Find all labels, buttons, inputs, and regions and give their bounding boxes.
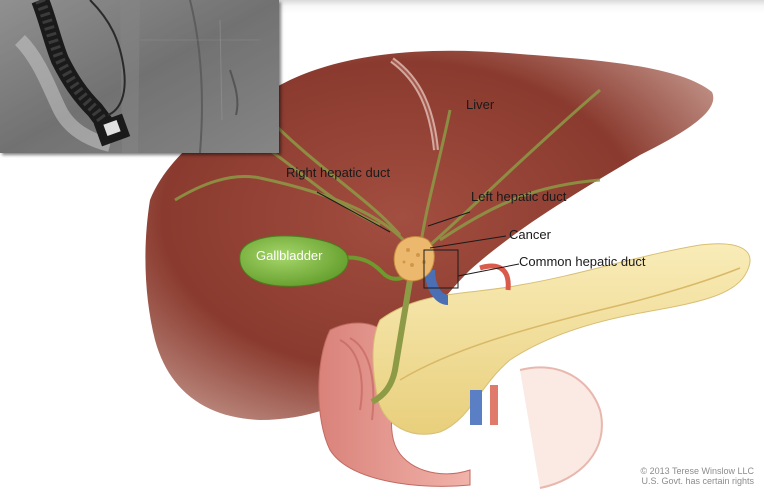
copyright-notice: © 2013 Terese Winslow LLC U.S. Govt. has…: [554, 466, 754, 486]
label-common-hepatic-duct: Common hepatic duct: [519, 255, 669, 268]
label-cancer: Cancer: [509, 228, 551, 241]
label-right-hepatic-duct: Right hepatic duct: [286, 166, 396, 179]
cancer-tumor: [394, 237, 434, 281]
xray-image: [0, 0, 279, 153]
label-gallbladder: Gallbladder: [256, 249, 323, 262]
xray-inset: [0, 0, 279, 153]
copyright-line-2: U.S. Govt. has certain rights: [554, 476, 754, 486]
label-liver: Liver: [466, 98, 494, 111]
vein-shape: [470, 390, 482, 425]
label-left-hepatic-duct: Left hepatic duct: [471, 190, 571, 203]
artery-shape: [490, 385, 498, 425]
copyright-line-1: © 2013 Terese Winslow LLC: [554, 466, 754, 476]
